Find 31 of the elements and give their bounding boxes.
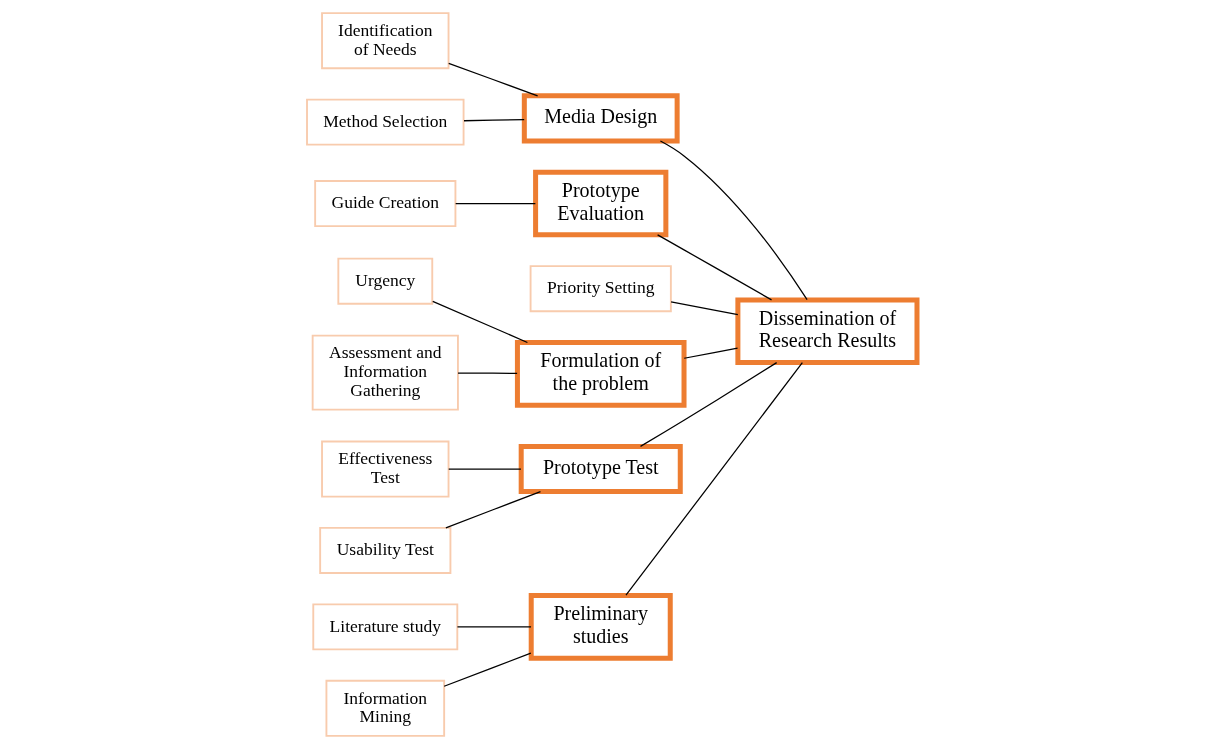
connector <box>431 300 528 344</box>
connector <box>447 62 538 97</box>
connector <box>447 468 522 470</box>
connector <box>659 140 808 301</box>
connector <box>683 347 738 359</box>
node-box: Literature study <box>311 603 458 651</box>
node-box: Guide Creation <box>313 180 456 227</box>
connector <box>454 202 536 205</box>
connector <box>456 372 518 374</box>
connector <box>443 652 531 687</box>
node-box: Assessment and Information Gathering <box>311 334 459 411</box>
node-box: Formulation of the problem <box>514 340 687 408</box>
connector <box>462 119 525 122</box>
node-box: Media Design <box>521 93 680 144</box>
node-box: Prototype Test <box>518 444 683 495</box>
node-box: Dissemination of Research Results <box>734 297 919 366</box>
connector <box>624 362 803 596</box>
connector <box>669 301 738 316</box>
node-box: Method Selection <box>305 98 464 146</box>
node-box: Priority Setting <box>529 265 672 313</box>
connector <box>456 626 532 628</box>
node-box: Urgency <box>336 257 433 305</box>
node-box: Preliminary studies <box>528 593 673 661</box>
node-box: Usability Test <box>318 527 451 574</box>
node-box: Prototype Evaluation <box>532 169 668 238</box>
connector <box>444 491 541 529</box>
connector <box>656 234 772 301</box>
node-box: Information Mining <box>325 679 445 737</box>
connector <box>639 362 777 447</box>
node-box: Effectiveness Test <box>320 440 449 498</box>
node-box: Identification of Needs <box>320 12 449 70</box>
